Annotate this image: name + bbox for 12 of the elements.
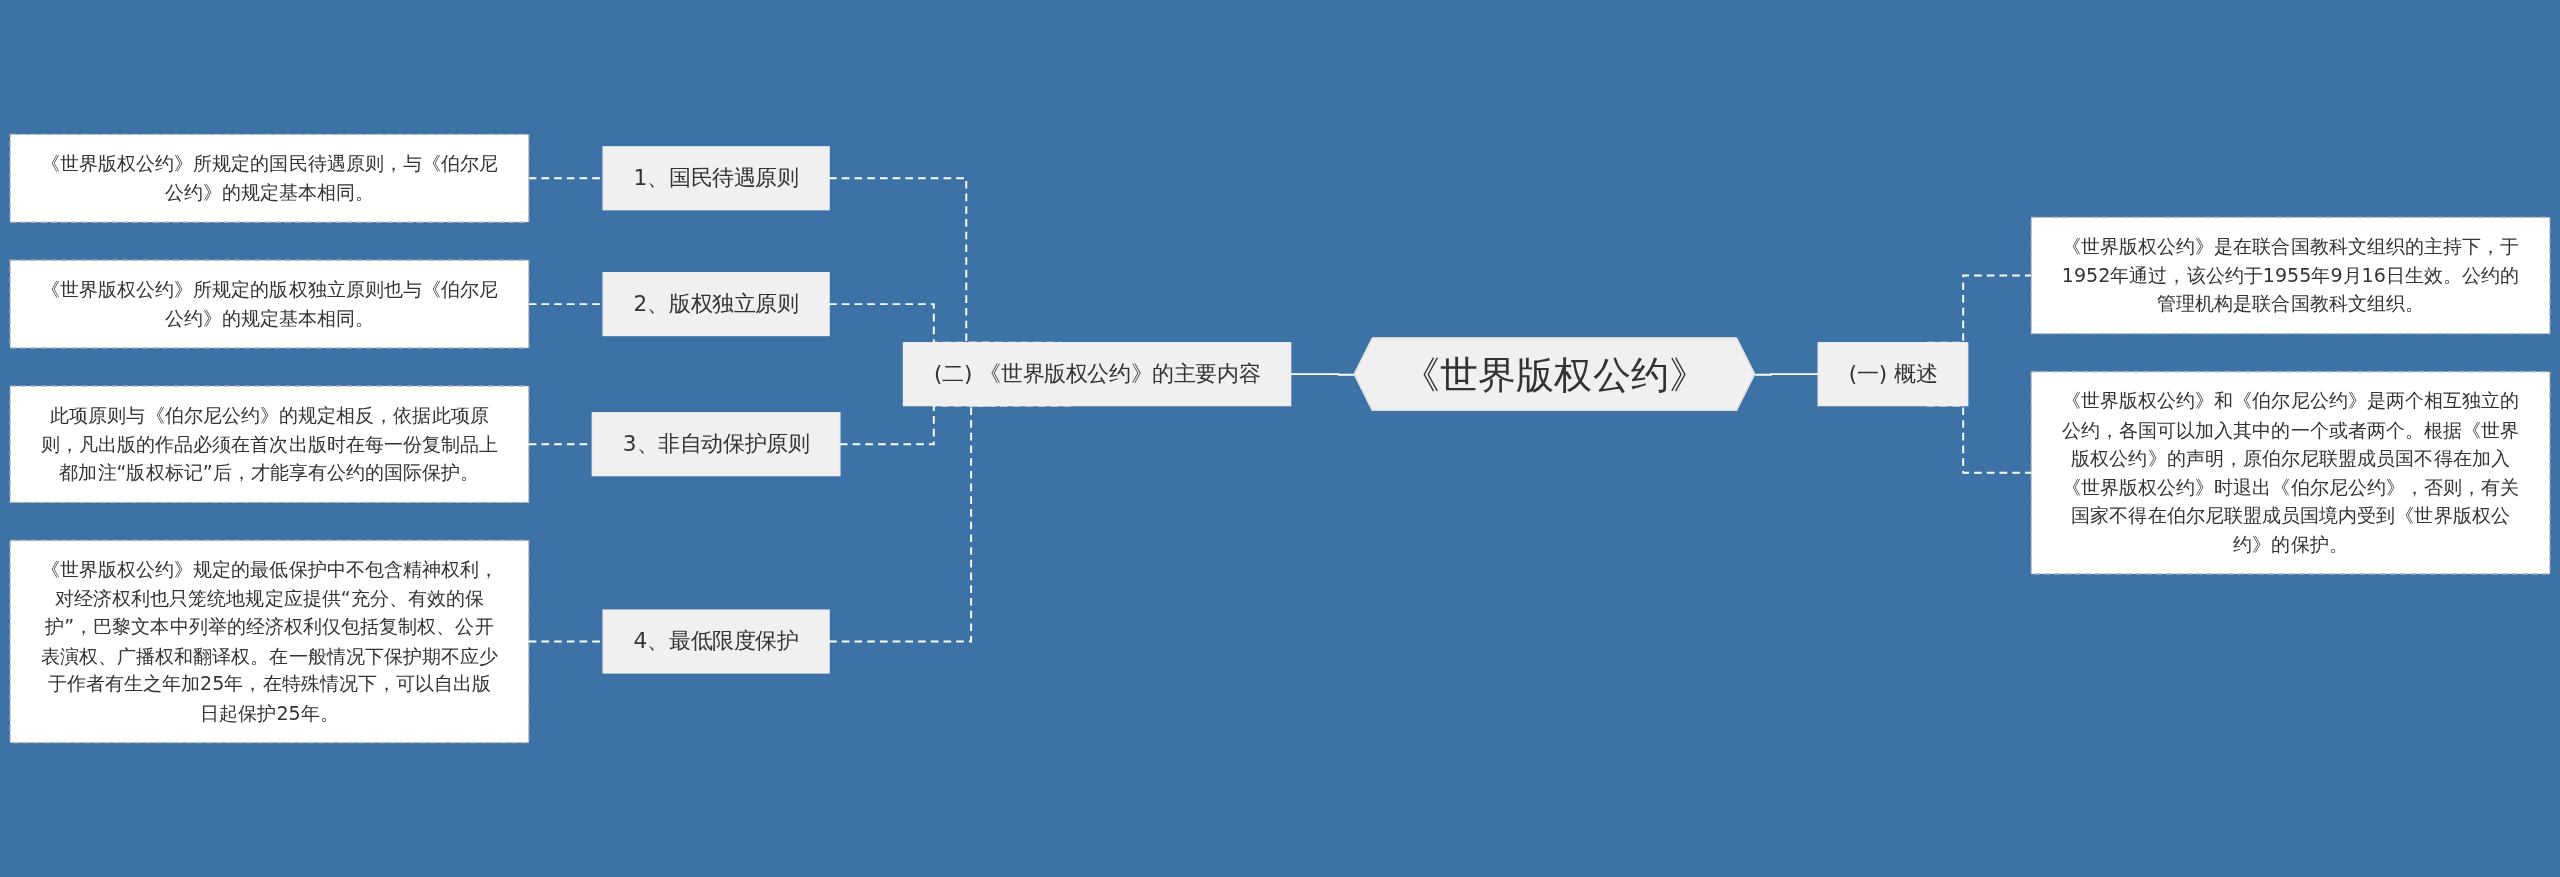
node-box: 《世界版权公约》所规定的国民待遇原则，与《伯尔尼公约》的规定基本相同。 bbox=[9, 133, 530, 223]
node-box: 2、版权独立原则 bbox=[602, 272, 830, 337]
node-box: 《世界版权公约》是在联合国教科文组织的主持下，于1952年通过，该公约于1955年9月16日生效。公约的管理机构是联合国教科文组织。 bbox=[2030, 216, 2551, 335]
node-box: 4、最低限度保护 bbox=[602, 609, 830, 674]
node-box: 《世界版权公约》规定的最低保护中不包含精神权利，对经济权利也只笼统地规定应提供“充分、有效的保护”，巴黎文本中列举的经济权利仅包括复制权、公开表演权、广播权和翻译权。在一般情况下保护期不应少于作者有生之年加25年，在特殊情况下，可以自出版日起保护25年。 bbox=[9, 539, 530, 744]
node-box: 3、非自动保护原则 bbox=[591, 412, 841, 477]
node-box: 1、国民待遇原则 bbox=[602, 146, 830, 211]
node-box: 《世界版权公约》所规定的版权独立原则也与《伯尔尼公约》的规定基本相同。 bbox=[9, 259, 530, 349]
node-box: (一) 概述 bbox=[1817, 342, 1969, 407]
node-box: 《世界版权公约》和《伯尔尼公约》是两个相互独立的公约，各国可以加入其中的一个或者两个。根据《世界版权公约》的声明，原伯尔尼联盟成员国不得在加入《世界版权公约》时退出《伯尔尼公约》，否则，有关国家不得在伯尔尼联盟成员国境内受到《世界版权公约》的保护。 bbox=[2030, 371, 2551, 575]
node-box: (二) 《世界版权公约》的主要内容 bbox=[902, 342, 1292, 407]
node-box: 此项原则与《伯尔尼公约》的规定相反，依据此项原则，凡出版的作品必须在首次出版时在每一份复制品上都加注“版权标记”后，才能享有公约的国际保护。 bbox=[9, 385, 530, 503]
